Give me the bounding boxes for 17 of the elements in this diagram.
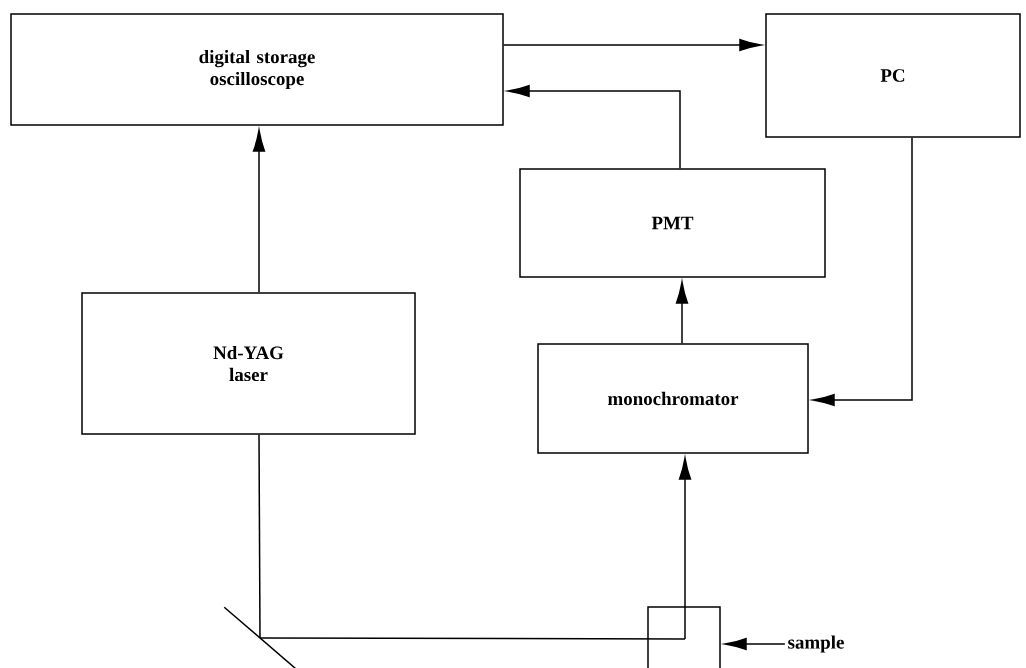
process-box: monochromator: [537, 343, 809, 454]
sample-label: sample: [788, 635, 844, 653]
mirror: [223, 606, 297, 668]
arrow: [675, 281, 689, 344]
beam-line: [258, 434, 261, 639]
process-box: digital storage oscilloscope: [10, 13, 504, 126]
leader-line: [724, 637, 786, 651]
sample-cell: [647, 606, 721, 668]
arrow: [252, 129, 266, 293]
process-box: Nd-YAG laser: [81, 292, 416, 435]
process-box: PMT: [519, 168, 826, 278]
arrow: [507, 84, 681, 169]
arrow: [812, 137, 913, 407]
arrow: [678, 457, 692, 640]
arrow: [503, 38, 762, 52]
process-box: PC: [765, 13, 1021, 138]
beam-line: [259, 637, 686, 640]
